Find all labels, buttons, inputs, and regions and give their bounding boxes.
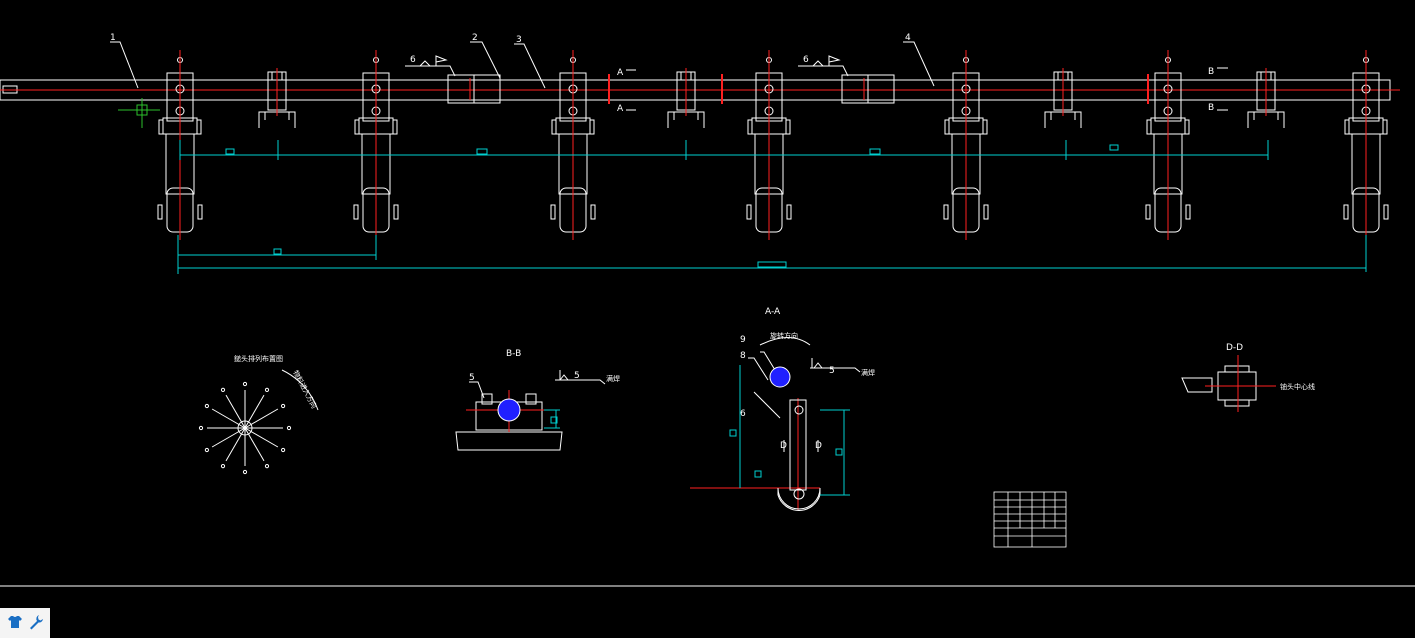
section-bb-view [455,370,606,451]
section-arrows [626,67,1228,111]
section-aa-title: A-A [765,307,781,317]
shaft-bracket [258,68,296,128]
section-mark-a-top: A [617,68,624,78]
section-bb-part: 5 [469,373,475,383]
section-aa-rotation-note: 旋转方向 [770,331,798,340]
section-aa-weld-text: 满焊 [861,368,875,377]
section-bb-weld-text: 满焊 [606,374,620,383]
part-label-4: 4 [905,33,911,43]
weld-label-2: 6 [803,55,809,65]
title-block [993,491,1067,548]
section-aa-mark-d-left: D [780,441,787,451]
hammer-assembly [550,50,596,240]
shaft-bracket [667,68,705,128]
status-bar [0,608,50,638]
hammer-assembly [746,50,792,240]
section-dd-note: 铀头中心线 [1280,382,1315,391]
rotor-side-note: 物料进入方向 [291,369,319,410]
section-mark-b-top: B [1208,67,1214,77]
weld-symbol-1 [405,55,456,77]
hammer-assembly [943,50,989,240]
section-bb-weld-part: 5 [574,371,580,381]
weld-symbol-2 [798,55,849,77]
section-dd-title: D-D [1226,343,1243,353]
bb-hub [497,398,521,422]
hammer-assembly [157,50,203,240]
shaft-coupling-1 [447,74,501,104]
part-label-3: 3 [516,35,522,45]
hammer-assemblies [157,50,1389,240]
part-label-2: 2 [472,33,478,43]
section-aa-mark-d-right: D [815,441,822,451]
section-bb-title: B-B [506,349,521,359]
hammer-assembly [353,50,399,240]
shirt-icon[interactable] [7,614,23,630]
section-aa-part-6: 6 [740,409,746,419]
aa-hub [769,366,791,388]
part-label-1: 1 [110,33,116,43]
section-aa-part-9: 9 [740,335,746,345]
rotor-arc [281,369,319,411]
rotor-arrangement-view [198,381,292,475]
snap-marker [118,98,160,128]
section-dd-view [1181,355,1276,412]
section-aa-weld-part: 5 [829,366,835,376]
weld-label-1: 6 [410,55,416,65]
section-aa-view [690,337,861,511]
hammer-assembly [1145,50,1191,240]
section-aa-part-8: 8 [740,351,746,361]
section-mark-a-bottom: A [617,104,624,114]
shaft-brackets [258,68,1285,128]
shaft-bracket [1247,68,1285,128]
shaft-coupling-2 [841,74,895,104]
rotor-note: 鎚头排列布置图 [234,354,283,363]
part-leaders [110,41,935,89]
section-mark-b-bottom: B [1208,103,1214,113]
hammer-assembly [1343,50,1389,240]
wrench-icon[interactable] [28,614,44,630]
dimension-lines [177,140,1367,274]
section-cut-marks [608,74,1149,104]
shaft-bracket [1044,68,1082,128]
